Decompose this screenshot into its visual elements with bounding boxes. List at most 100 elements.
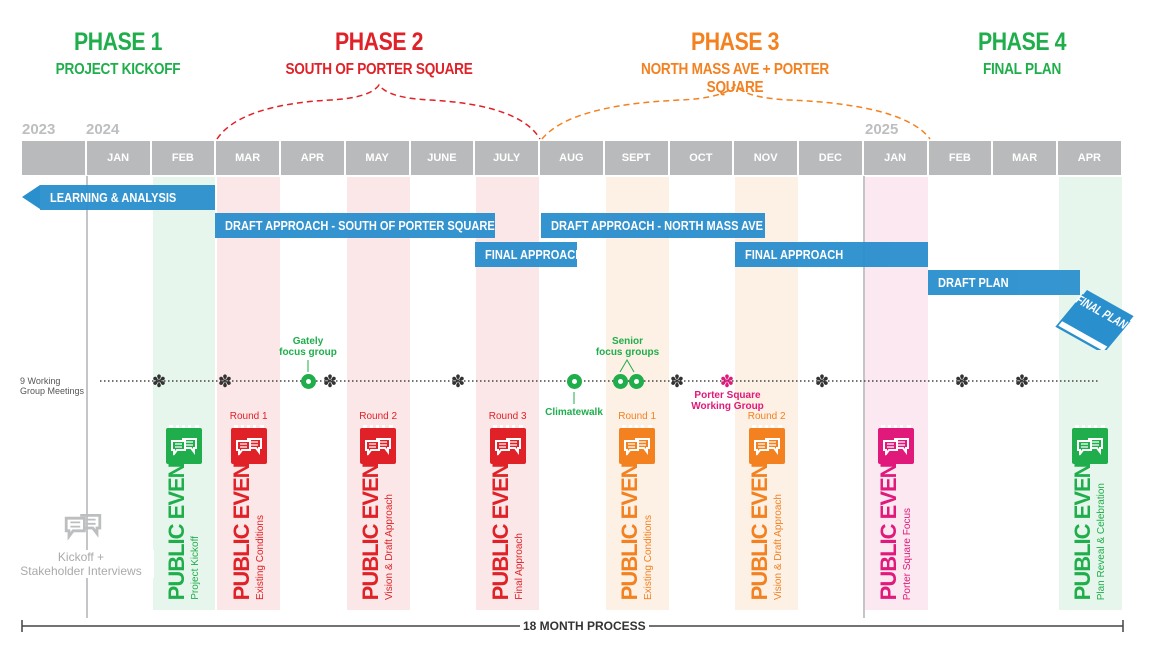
- phase-heading: PHASE 1 PROJECT KICKOFF: [0, 28, 248, 79]
- focus-group-icon: [629, 374, 644, 389]
- timeline-bar: DRAFT APPROACH - SOUTH OF PORTER SQUARE: [215, 213, 495, 238]
- calendar-chat-icon: [360, 425, 397, 464]
- event-band: [152, 177, 216, 610]
- month-header: FEB: [151, 141, 217, 175]
- month-header: MAR: [993, 141, 1058, 175]
- timeline-bar: FINAL APPROACH: [475, 242, 583, 267]
- bar-label: DRAFT PLAN: [938, 275, 1009, 290]
- month-header: FEB: [928, 141, 994, 175]
- working-group-meeting-icon: ✽: [1014, 372, 1030, 391]
- public-event-title: PUBLIC EVENT: [163, 450, 189, 600]
- working-group-meeting-icon: ✽: [814, 372, 830, 391]
- working-group-meeting-icon: ✽: [669, 372, 685, 391]
- year-label: 2024: [86, 121, 120, 138]
- month-header: MAR: [216, 141, 281, 175]
- event-band: [217, 177, 280, 610]
- month-header: AUG: [540, 141, 605, 175]
- focus-group-icon: [613, 374, 628, 389]
- public-event-subtitle: Existing Conditions: [254, 514, 266, 600]
- year-label: 2025: [865, 121, 899, 138]
- month-header: OCT: [669, 141, 735, 175]
- month-header: JAN: [863, 141, 929, 175]
- month-header: APR: [1058, 141, 1123, 175]
- n1: Senior: [611, 336, 644, 347]
- event-round-label: Round 2: [747, 411, 786, 422]
- public-event-subtitle: Vision & Draft Approach: [772, 494, 784, 600]
- timeline-bar: FINAL APPROACH: [735, 242, 928, 267]
- year-divider-2024: [85, 176, 88, 618]
- working-group-meeting-icon: ✽: [954, 372, 970, 391]
- calendar-chat-icon: [165, 425, 202, 464]
- bar-label: FINAL APPROACH: [745, 247, 844, 262]
- public-event-title: PUBLIC EVENT: [228, 450, 254, 600]
- month-header-blank: [22, 141, 87, 175]
- month-header: DEC: [799, 141, 864, 175]
- month-header: JAN: [86, 141, 152, 175]
- n2: focus groups: [595, 347, 660, 358]
- bar-label: DRAFT APPROACH - NORTH MASS AVE: [551, 218, 763, 233]
- public-event-title: PUBLIC EVENT: [746, 450, 772, 600]
- working-group-meeting-icon: ✽: [322, 372, 338, 391]
- calendar-chat-icon: [489, 425, 526, 464]
- public-event-title: PUBLIC EVENT: [617, 450, 643, 600]
- phase-subtitle: FINAL PLAN: [982, 61, 1062, 78]
- calendar-chat-icon: [230, 425, 267, 464]
- event-round-label: Round 1: [229, 411, 268, 422]
- bar-label: DRAFT APPROACH - SOUTH OF PORTER SQUARE: [225, 218, 495, 233]
- left-arrow-icon: [22, 185, 40, 209]
- event-round-label: Round 2: [359, 411, 398, 422]
- wg-line1: 9 Working: [20, 376, 61, 386]
- event-round-label: Round 1: [618, 411, 657, 422]
- month-header: JUNE: [410, 141, 476, 175]
- phase-title: PHASE 3: [691, 28, 779, 56]
- public-event-title: PUBLIC EVENT: [876, 450, 902, 600]
- public-event-title: PUBLIC EVENT: [358, 450, 384, 600]
- kickoff-label: Kickoff +Stakeholder Interviews: [8, 550, 154, 578]
- n1: Porter Square: [694, 390, 761, 401]
- calendar-chat-icon: [878, 425, 915, 464]
- calendar-chat-icon: [619, 425, 656, 464]
- porter-square-meeting-icon: ✽: [719, 372, 735, 391]
- calendar-chat-icon: [1072, 425, 1109, 464]
- phase-title: PHASE 2: [335, 28, 423, 56]
- phase-title: PHASE 1: [74, 28, 162, 56]
- month-header: SEPT: [604, 141, 670, 175]
- timeline-bar: DRAFT PLAN: [928, 270, 1080, 295]
- timeline-bar: LEARNING & ANALYSIS: [40, 185, 215, 210]
- public-event-subtitle: Porter Square Focus: [902, 507, 914, 600]
- phase-subtitle: SOUTH OF PORTER SQUARE: [285, 61, 473, 78]
- working-group-meeting-icon: ✽: [151, 372, 167, 391]
- phase-heading: PHASE 3 NORTH MASS AVE + PORTER SQUARE: [605, 28, 865, 97]
- working-group-meeting-icon: ✽: [450, 372, 466, 391]
- phase-subtitle: PROJECT KICKOFF: [55, 61, 181, 78]
- n2: Working Group: [691, 401, 764, 412]
- public-event-subtitle: Final Approach: [513, 533, 525, 600]
- phase-subtitle: NORTH MASS AVE + PORTER SQUARE: [641, 61, 829, 96]
- final-plan-icon: FINAL PLAN: [1052, 289, 1147, 354]
- month-header: APR: [281, 141, 346, 175]
- n2: focus group: [279, 347, 337, 358]
- bar-label: FINAL APPROACH: [485, 247, 584, 262]
- kickoff-line2: Stakeholder Interviews: [20, 564, 142, 578]
- public-event-subtitle: Project Kickoff: [189, 536, 201, 600]
- focus-group-icon: [301, 374, 316, 389]
- public-event-title: PUBLIC EVENT: [487, 450, 513, 600]
- public-event-subtitle: Vision & Draft Approach: [384, 494, 396, 600]
- public-event-subtitle: Existing Conditions: [643, 514, 655, 600]
- calendar-chat-icon: [748, 425, 785, 464]
- public-event-subtitle: Plan Reveal & Celebration: [1096, 482, 1108, 600]
- focus-group-icon: [567, 374, 582, 389]
- n1: Gately: [292, 336, 324, 347]
- bar-label: LEARNING & ANALYSIS: [50, 190, 177, 205]
- phase-heading: PHASE 2 SOUTH OF PORTER SQUARE: [249, 28, 509, 79]
- event-round-label: Round 3: [488, 411, 527, 422]
- year-label: 2023: [22, 121, 56, 138]
- working-group-meeting-icon: ✽: [217, 372, 233, 391]
- month-header: NOV: [734, 141, 799, 175]
- timeline-bar: DRAFT APPROACH - NORTH MASS AVE: [541, 213, 765, 238]
